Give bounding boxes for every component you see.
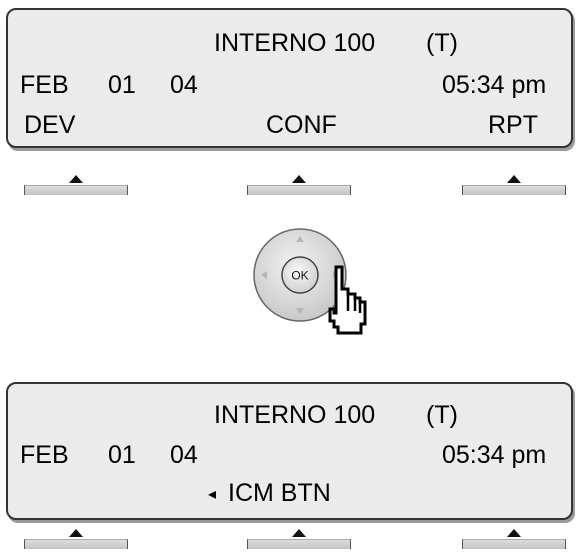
extension-title: INTERNO 100: [214, 401, 376, 429]
left-arrow-icon: ◂: [208, 486, 217, 503]
up-triangle-icon: [507, 175, 521, 183]
down-arrow-icon[interactable]: [296, 308, 304, 314]
softkey-bar: [247, 539, 351, 549]
date-month: FEB: [20, 441, 69, 469]
extension-title-suffix: (T): [426, 29, 458, 57]
clock-time: 05:34 pm: [442, 441, 547, 469]
navigation-pad[interactable]: OK: [248, 223, 380, 353]
up-triangle-icon: [507, 529, 521, 537]
softkey-left-button[interactable]: [24, 529, 128, 549]
softkey-bar: [462, 539, 566, 549]
up-triangle-icon: [292, 175, 306, 183]
date-day: 01: [108, 71, 136, 99]
lcd-display-before: INTERNO 100 (T) FEB 01 04 05:34 pm DEV C…: [6, 8, 573, 148]
extension-title-suffix: (T): [426, 401, 458, 429]
lcd-display-after: INTERNO 100 (T) FEB 01 04 05:34 pm ◂ ICM…: [6, 382, 573, 520]
date-day: 01: [108, 441, 136, 469]
up-triangle-icon: [69, 175, 83, 183]
softkey-label-dev: DEV: [24, 111, 76, 139]
ok-button-label: OK: [291, 269, 308, 283]
softkey-right-button[interactable]: [462, 175, 566, 195]
ok-button[interactable]: [281, 256, 319, 294]
up-triangle-icon: [292, 529, 306, 537]
clock-time: 05:34 pm: [442, 71, 547, 99]
softkey-right-button[interactable]: [462, 529, 566, 549]
menu-item-icm-btn: ICM BTN: [228, 479, 331, 507]
up-arrow-icon[interactable]: [296, 236, 304, 242]
date-year: 04: [170, 441, 198, 469]
softkey-bar: [24, 539, 128, 549]
softkey-center-button[interactable]: [247, 175, 351, 195]
up-triangle-icon: [69, 529, 83, 537]
hand-pointer-icon: [328, 265, 367, 335]
date-year: 04: [170, 71, 198, 99]
softkey-bar: [462, 185, 566, 195]
softkey-bar: [247, 185, 351, 195]
softkey-center-button[interactable]: [247, 529, 351, 549]
softkey-left-button[interactable]: [24, 175, 128, 195]
softkey-label-rpt: RPT: [488, 111, 538, 139]
left-arrow-icon[interactable]: [261, 271, 267, 279]
softkey-bar: [24, 185, 128, 195]
softkey-label-conf: CONF: [266, 111, 337, 139]
date-month: FEB: [20, 71, 69, 99]
extension-title: INTERNO 100: [214, 29, 376, 57]
